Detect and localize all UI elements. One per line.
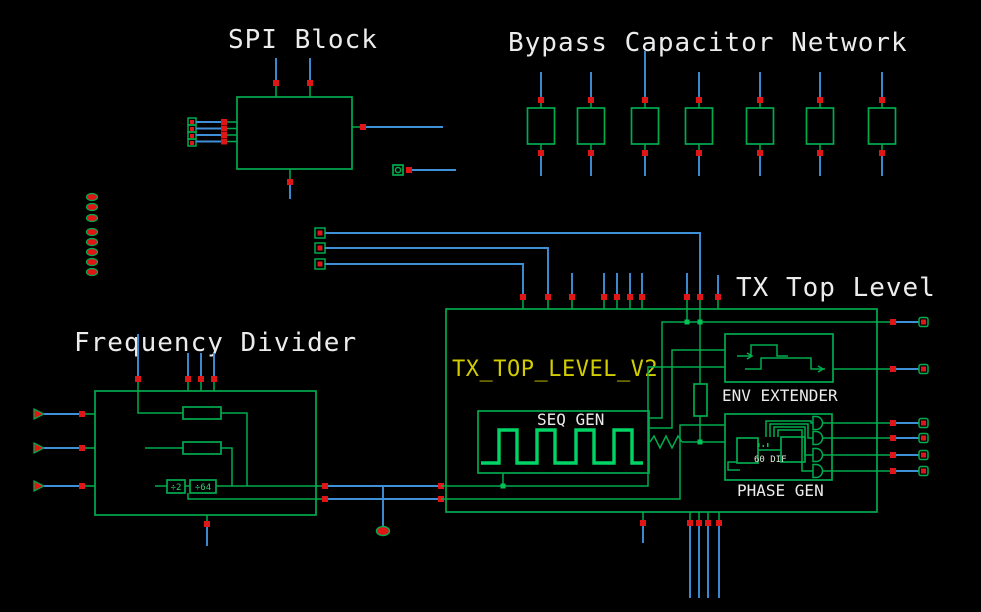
resistor-zigzag[interactable] — [649, 434, 683, 450]
bypass-network-title: Bypass Capacitor Network — [508, 28, 908, 58]
spi-pin[interactable] — [287, 179, 293, 185]
unconnected-terminal-column[interactable] — [85, 192, 99, 277]
seq-gen-label: SEQ GEN — [537, 410, 604, 429]
clock-tick-marks — [758, 443, 769, 447]
env-extender-label: ENV EXTENDER — [722, 386, 838, 405]
frequency-divider-symbol[interactable] — [94, 390, 317, 516]
bypass-capacitor[interactable] — [630, 51, 660, 176]
spi-pin[interactable] — [360, 124, 366, 130]
freq-div-bottom-pin[interactable] — [204, 521, 210, 527]
spi-pin[interactable] — [307, 80, 313, 86]
freq-div-output-pin[interactable] — [322, 496, 328, 502]
bypass-capacitor[interactable] — [745, 72, 775, 176]
tx-top-level-symbol[interactable] — [445, 308, 878, 513]
bus-wires — [314, 227, 701, 294]
env-extender[interactable]: ENV EXTENDER — [722, 333, 838, 405]
output-buffers — [812, 415, 824, 479]
freq-div-top-pins[interactable] — [135, 334, 217, 391]
resistor-vertical[interactable] — [693, 383, 708, 417]
tx-instance-name: TX_TOP_LEVEL_V2 — [452, 357, 658, 382]
bypass-capacitor[interactable] — [805, 72, 835, 176]
phase-gen[interactable]: PHASE GEN 60 DIF — [724, 413, 877, 500]
divide-by-2-label: ÷2 — [171, 483, 182, 493]
resistor-horizontal[interactable] — [182, 406, 222, 420]
square-wave-icon — [481, 428, 643, 465]
spi-block-symbol[interactable] — [236, 96, 353, 170]
phase-gen-label: PHASE GEN — [737, 481, 824, 500]
bypass-capacitor[interactable] — [526, 72, 556, 176]
net-terminal[interactable] — [375, 525, 391, 537]
tx-top-level-block[interactable]: TX Top Level TX_TOP_LEVEL_V2 — [438, 273, 936, 598]
divide-by-64-label: ÷64 — [195, 483, 211, 493]
bypass-capacitor[interactable] — [576, 72, 606, 176]
tx-top-level-title: TX Top Level — [736, 273, 936, 303]
frequency-divider-block[interactable]: Frequency Divider ÷2 ÷64 — [33, 328, 357, 546]
tx-top-pins[interactable] — [520, 273, 721, 309]
bypass-capacitor[interactable] — [684, 72, 714, 176]
spi-block-title: SPI Block — [228, 25, 378, 55]
spi-pin[interactable] — [273, 80, 279, 86]
connector-symbol[interactable] — [392, 164, 456, 176]
seq-gen[interactable]: SEQ GEN — [477, 410, 650, 474]
freq-div-internals: ÷2 ÷64 — [137, 391, 316, 500]
tx-bottom-pins[interactable] — [640, 512, 722, 598]
tx-output-ports[interactable] — [833, 316, 929, 477]
phase-gen-inner-label: 60 DIF — [754, 455, 787, 465]
freq-div-output-pin[interactable] — [322, 483, 328, 489]
bypass-capacitor[interactable] — [867, 72, 897, 176]
bypass-capacitor-network[interactable]: Bypass Capacitor Network — [508, 28, 908, 176]
freq-div-to-tx-nets — [328, 485, 438, 537]
envelope-waveform-icon — [737, 344, 825, 373]
spi-input-wires — [196, 119, 237, 145]
spi-input-terminals[interactable] — [187, 117, 197, 147]
frequency-divider-title: Frequency Divider — [74, 328, 357, 358]
spi-block[interactable]: SPI Block — [187, 25, 456, 199]
resistor-horizontal[interactable] — [182, 441, 222, 455]
tx-internal-wiring — [441, 309, 877, 500]
wire-fan — [765, 420, 813, 472]
freq-div-inputs[interactable] — [33, 408, 95, 492]
